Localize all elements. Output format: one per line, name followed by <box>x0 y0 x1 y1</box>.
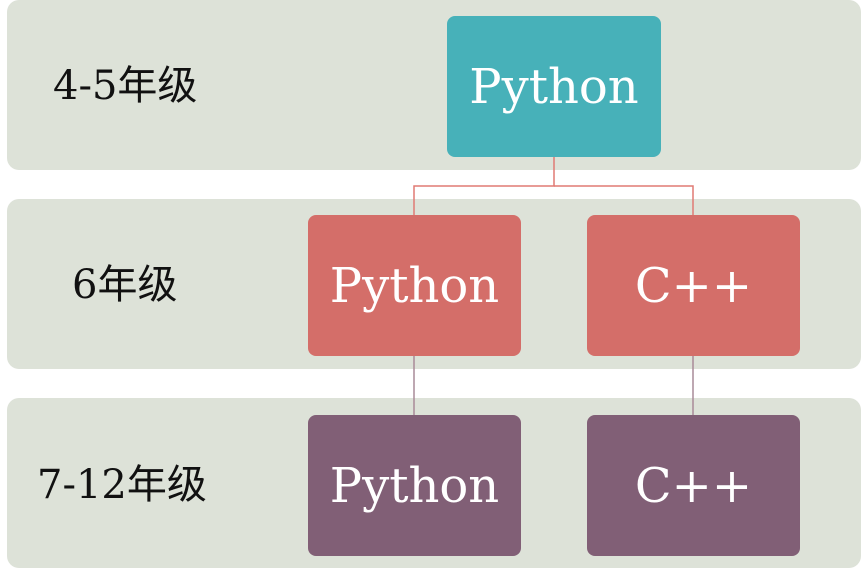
node-python-grade-4-5: Python <box>447 16 661 157</box>
connector-top-to-mid-right <box>554 185 694 215</box>
node-python-grade-7-12: Python <box>308 415 521 556</box>
level-label-grade-4-5: 4-5年级 <box>53 63 198 109</box>
node-label: C++ <box>634 457 753 514</box>
node-cpp-grade-6: C++ <box>587 215 800 356</box>
level-label-grade-7-12: 7-12年级 <box>37 462 207 508</box>
connector-top-to-mid <box>413 157 555 215</box>
node-python-grade-6: Python <box>308 215 521 356</box>
level-band-1 <box>7 0 861 170</box>
node-label: C++ <box>634 257 753 314</box>
level-label-grade-6: 6年级 <box>72 262 178 308</box>
node-label: Python <box>469 58 639 115</box>
node-label: Python <box>329 257 500 314</box>
node-cpp-grade-7-12: C++ <box>587 415 800 556</box>
node-label: Python <box>329 457 500 514</box>
